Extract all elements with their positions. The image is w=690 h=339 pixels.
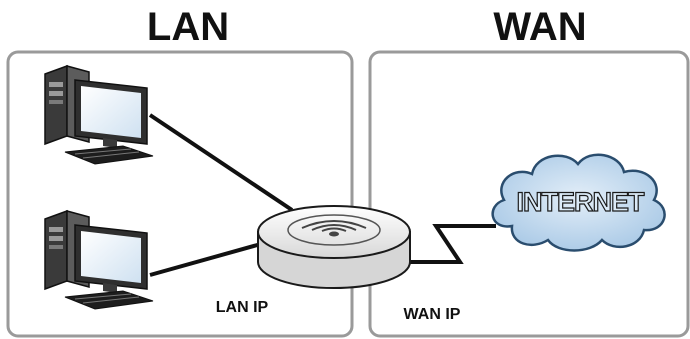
wan-panel: [368, 50, 690, 338]
lan-cable-bottom: [149, 240, 269, 277]
computer-icon: [44, 210, 154, 310]
wan-link: [408, 224, 496, 264]
lan-ip-label: LAN IP: [216, 299, 269, 316]
internet-cloud-icon: INTERNET: [491, 153, 666, 252]
lan-title: LAN: [147, 5, 229, 49]
router-icon: [257, 205, 411, 289]
wan-ip-label: WAN IP: [404, 306, 461, 323]
wan-title: WAN: [493, 5, 586, 49]
computer-icon: [44, 65, 154, 165]
lan-cable-top: [148, 113, 294, 212]
internet-label: INTERNET: [517, 187, 646, 217]
lan-panel: [6, 50, 354, 338]
